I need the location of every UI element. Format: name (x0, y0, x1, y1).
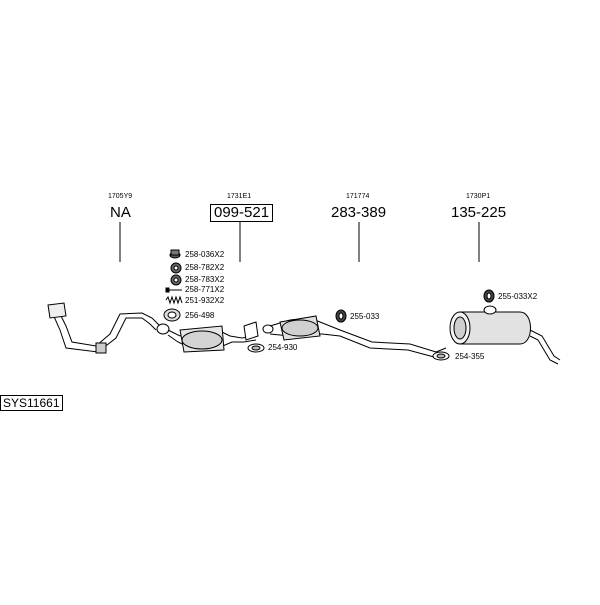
front-pipe-part (47, 302, 161, 354)
catalytic-converter-part (156, 321, 259, 353)
system-code: SYS11661 (0, 395, 63, 411)
spring-icon (165, 295, 183, 305)
part-number-283-389: 283-389 (331, 204, 387, 221)
ref-code-1730p1: 1730P1 (466, 193, 491, 200)
accessory-label-256-498: 256-498 (185, 311, 215, 320)
accessory-label-251-932x2: 251-932X2 (185, 296, 225, 305)
accessory-label-258-782x2: 258-782X2 (185, 263, 225, 272)
part-number-na: NA (110, 204, 131, 221)
rubber-hanger-icon (335, 309, 347, 323)
ref-code-1705y9: 1705Y9 (108, 193, 133, 200)
ring-mount-icon (170, 274, 182, 286)
ref-code-171774: 171774 (346, 193, 370, 200)
ring-mount-icon (170, 262, 182, 274)
accessory-label-258-783x2: 258-783X2 (185, 275, 225, 284)
rubber-hanger-icon (483, 289, 495, 303)
part-number-099-521: 099-521 (210, 204, 274, 222)
middle-silencer-part (262, 315, 437, 358)
accessory-label-254-355: 254-355 (455, 352, 485, 361)
ref-code-1731e1: 1731E1 (227, 193, 252, 200)
clamp-icon (247, 343, 265, 353)
part-number-135-225: 135-225 (451, 204, 507, 221)
rubber-mount-icon (169, 249, 181, 259)
accessory-label-255-033x2: 255-033X2 (498, 292, 538, 301)
bolt-icon (165, 287, 182, 293)
clamp-icon (432, 351, 450, 361)
gasket-icon (163, 308, 181, 322)
rear-silencer-part (435, 305, 561, 365)
accessory-label-258-771x2: 258-771X2 (185, 285, 225, 294)
accessory-label-255-033: 255-033 (350, 312, 380, 321)
accessory-label-254-930: 254-930 (268, 343, 298, 352)
accessory-label-258-036x2: 258-036X2 (185, 250, 225, 259)
